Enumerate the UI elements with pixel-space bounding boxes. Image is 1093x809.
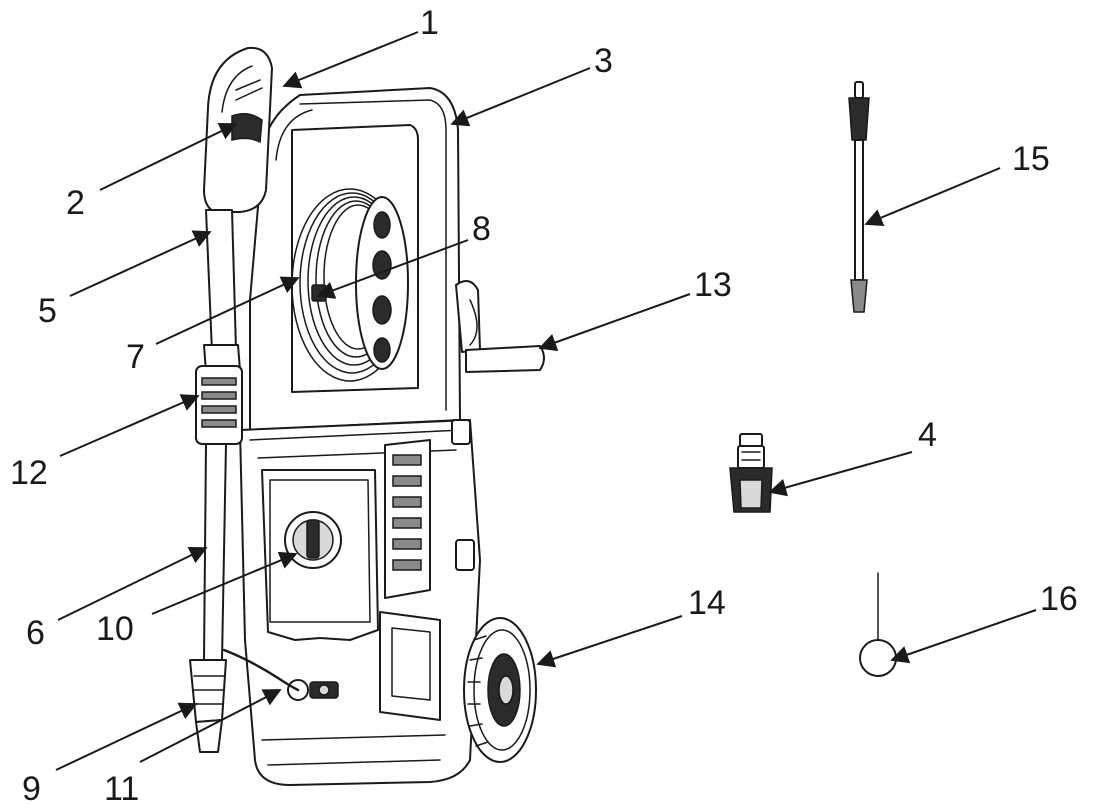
- wheel: [463, 617, 537, 763]
- callout-labels: 1 2 3 4 5 6 7 8 9 10 11 12 13 14 15 16: [10, 4, 1078, 808]
- callout-12: 12: [10, 454, 48, 492]
- side-vents: [384, 439, 431, 599]
- callout-15: 15: [1012, 140, 1050, 178]
- callout-3: 3: [594, 42, 613, 80]
- water-filter: [859, 572, 897, 677]
- callout-7: 7: [126, 338, 145, 376]
- callout-16: 16: [1040, 580, 1078, 618]
- water-outlet: [287, 679, 339, 701]
- hose-reel-crank: [455, 280, 545, 373]
- callout-8: 8: [472, 210, 491, 248]
- hose-adapter: [729, 433, 773, 513]
- nozzle: [189, 659, 227, 753]
- callout-6: 6: [26, 614, 45, 652]
- pressure-washer-body: [239, 87, 481, 786]
- spray-gun: [189, 344, 300, 753]
- callout-13: 13: [694, 266, 732, 304]
- callout-11: 11: [104, 770, 139, 808]
- callout-10: 10: [96, 610, 134, 648]
- callout-14: 14: [688, 584, 726, 622]
- callout-9: 9: [22, 770, 41, 808]
- spray-lance-accessory: [848, 81, 870, 313]
- on-off-switch: [284, 511, 342, 569]
- callout-2: 2: [66, 184, 85, 222]
- callout-5: 5: [38, 292, 57, 330]
- callout-1: 1: [420, 4, 439, 42]
- leader-lines: [55, 31, 1037, 771]
- hose-reel: [291, 188, 409, 382]
- gun-holder: [195, 365, 243, 445]
- callout-4: 4: [918, 416, 937, 454]
